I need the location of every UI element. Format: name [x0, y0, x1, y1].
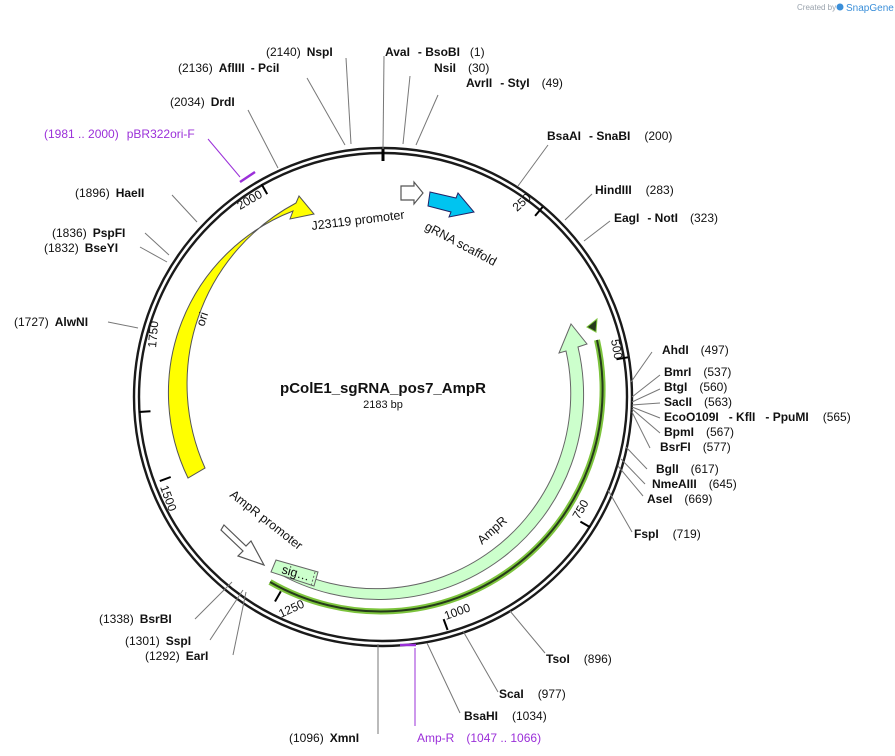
- site-nsii[interactable]: NsiI(30): [434, 61, 489, 75]
- site-bpmi[interactable]: BpmI(567): [664, 425, 734, 439]
- site-xmni[interactable]: (1096)XmnI: [289, 731, 359, 745]
- site-fspi[interactable]: FspI(719): [634, 527, 701, 541]
- ampr-promoter-feature[interactable]: [220, 524, 266, 567]
- signal-peptide-feature[interactable]: [270, 559, 319, 587]
- plasmid-name: pColE1_sgRNA_pos7_AmpR: [280, 380, 486, 397]
- site-sspi[interactable]: (1301)SspI: [125, 634, 191, 648]
- site-eagi[interactable]: EagI- NotI(323): [614, 211, 718, 225]
- scale-ticks: [138, 183, 629, 631]
- watermark-prefix: Created by: [797, 3, 836, 12]
- pbr322-primer-mark: [239, 170, 256, 184]
- site-btgi[interactable]: BtgI(560): [664, 380, 727, 394]
- site-bsrfi[interactable]: BsrFI(577): [660, 440, 731, 454]
- site-alwni[interactable]: (1727)AlwNI: [14, 315, 88, 329]
- site-tsoi[interactable]: TsoI(896): [546, 652, 612, 666]
- tick-label-500: 500: [608, 338, 625, 360]
- ampr-feature[interactable]: [275, 323, 588, 600]
- site-nspi[interactable]: (2140)NspI: [266, 45, 333, 59]
- site-avrii[interactable]: AvrII- StyI(49): [466, 76, 563, 90]
- site-haeii[interactable]: (1896)HaeII: [75, 186, 144, 200]
- grna-scaffold-label: gRNA scaffold: [423, 219, 499, 268]
- tick-label-250: 250: [510, 190, 534, 214]
- site-bmri[interactable]: BmrI(537): [664, 365, 731, 379]
- site-scai[interactable]: ScaI(977): [499, 687, 566, 701]
- grna-scaffold-feature[interactable]: [427, 191, 475, 218]
- site-nmeaiii[interactable]: NmeAIII(645): [652, 477, 737, 491]
- ampr-primer-binding-arrowhead: [586, 317, 598, 333]
- site-avai[interactable]: AvaI- BsoBI(1): [385, 45, 485, 59]
- j23119-promoter-feature[interactable]: [400, 180, 424, 206]
- site-bsahi[interactable]: BsaHI(1034): [464, 709, 547, 723]
- primer-amp-r[interactable]: Amp-R(1047 .. 1066): [417, 731, 541, 745]
- ori-label: ori: [194, 310, 212, 328]
- primer-pbr322ori-f[interactable]: (1981 .. 2000)pBR322ori-F: [44, 127, 195, 141]
- site-drdi[interactable]: (2034)DrdI: [170, 95, 235, 109]
- site-bgli[interactable]: BglI(617): [656, 462, 719, 476]
- ampr-primer-binding-line: [269, 339, 604, 613]
- pbr322-primer-leader: [207, 138, 241, 178]
- tick-label-2000: 2000: [235, 187, 265, 213]
- plasmid-size: 2183 bp: [363, 399, 403, 411]
- signal-peptide-divider: [310, 571, 316, 587]
- site-bseyi[interactable]: (1832)BseYI: [44, 241, 118, 255]
- ori-feature[interactable]: [167, 195, 315, 479]
- site-ahdi[interactable]: AhdI(497): [662, 343, 729, 357]
- site-eari[interactable]: (1292)EarI: [145, 649, 208, 663]
- site-leader-lines: [107, 55, 661, 734]
- site-sacii[interactable]: SacII(563): [664, 395, 732, 409]
- j23119-promoter-label: J23119 promoter: [311, 208, 406, 233]
- watermark-brand: SnapGene: [846, 3, 894, 14]
- site-bsaai[interactable]: BsaAI- SnaBI(200): [547, 129, 672, 143]
- snapgene-logo-icon: [836, 3, 844, 11]
- tick-label-1750: 1750: [145, 320, 161, 348]
- site-pspfi[interactable]: (1836)PspFI: [52, 226, 125, 240]
- site-eco0109i[interactable]: EcoO109I- KflI- PpuMI(565): [664, 410, 851, 424]
- site-hindiii[interactable]: HindIII(283): [595, 183, 674, 197]
- site-bsrbi[interactable]: (1338)BsrBI: [99, 612, 172, 626]
- site-asei[interactable]: AseI(669): [647, 492, 712, 506]
- site-afliii[interactable]: (2136)AflIII- PciI: [178, 61, 279, 75]
